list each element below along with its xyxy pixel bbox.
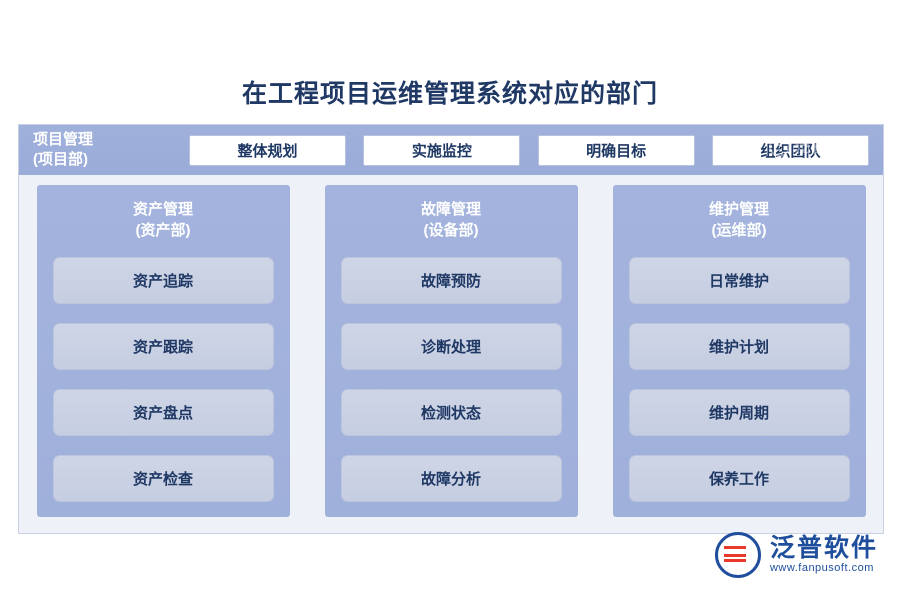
item-2-2[interactable]: 维护周期 bbox=[628, 389, 850, 436]
brand-name-cn: 泛普软件 bbox=[769, 534, 878, 562]
item-1-0[interactable]: 故障预防 bbox=[340, 257, 562, 304]
column-title-2-line2: (运维部) bbox=[711, 222, 767, 239]
column-title-0-line1: 资产管理 bbox=[132, 201, 193, 218]
column-items-0: 资产追踪 资产跟踪 资产盘点 资产检查 bbox=[52, 257, 274, 502]
page-title: 在工程项目运维管理系统对应的部门 bbox=[241, 80, 658, 108]
brand-logo-text: 泛普软件 www.fanpusoft.com bbox=[770, 535, 878, 575]
globe-icon bbox=[714, 532, 761, 578]
column-asset-management: 资产管理 (资产部) 资产追踪 资产跟踪 资产盘点 资产检查 bbox=[36, 185, 290, 517]
column-title-1-line2: (设备部) bbox=[423, 222, 479, 239]
column-title-0-line2: (资产部) bbox=[135, 222, 191, 239]
item-1-1[interactable]: 诊断处理 bbox=[340, 323, 562, 370]
item-0-0[interactable]: 资产追踪 bbox=[52, 257, 274, 304]
header-box-row: 整体规划 实施监控 明确目标 组织团队 bbox=[189, 133, 869, 167]
item-0-1[interactable]: 资产跟踪 bbox=[52, 323, 274, 370]
header-department-line1: 项目管理 bbox=[33, 131, 94, 148]
column-title-2-line1: 维护管理 bbox=[708, 201, 769, 218]
column-title-1-line1: 故障管理 bbox=[420, 201, 481, 218]
brand-logo: 泛普软件 www.fanpusoft.com bbox=[714, 532, 878, 578]
diagram-frame: 项目管理 (项目部) 整体规划 实施监控 明确目标 组织团队 泛普软件 资产管理… bbox=[18, 124, 884, 534]
header-box-3[interactable]: 组织团队 bbox=[711, 134, 869, 166]
item-0-3[interactable]: 资产检查 bbox=[52, 455, 274, 502]
header-band: 项目管理 (项目部) 整体规划 实施监控 明确目标 组织团队 泛普软件 bbox=[19, 125, 883, 175]
item-2-3[interactable]: 保养工作 bbox=[628, 455, 850, 502]
column-row: 资产管理 (资产部) 资产追踪 资产跟踪 资产盘点 资产检查 故障管理 (设备部… bbox=[19, 185, 883, 525]
item-1-3[interactable]: 故障分析 bbox=[340, 455, 562, 502]
column-maintenance-management: 维护管理 (运维部) 日常维护 维护计划 维护周期 保养工作 bbox=[612, 185, 866, 517]
column-items-2: 日常维护 维护计划 维护周期 保养工作 bbox=[628, 257, 850, 502]
column-fault-management: 故障管理 (设备部) 故障预防 诊断处理 检测状态 故障分析 bbox=[324, 185, 578, 517]
column-title-0: 资产管理 (资产部) bbox=[37, 199, 290, 241]
header-box-2[interactable]: 明确目标 bbox=[537, 134, 695, 166]
item-1-2[interactable]: 检测状态 bbox=[340, 389, 562, 436]
column-title-1: 故障管理 (设备部) bbox=[325, 199, 578, 241]
header-box-0[interactable]: 整体规划 bbox=[189, 134, 346, 166]
header-department-label: 项目管理 (项目部) bbox=[33, 130, 163, 170]
header-department-line2: (项目部) bbox=[33, 151, 88, 168]
item-2-0[interactable]: 日常维护 bbox=[628, 257, 850, 304]
brand-name-en: www.fanpusoft.com bbox=[769, 562, 874, 574]
column-items-1: 故障预防 诊断处理 检测状态 故障分析 bbox=[340, 257, 562, 502]
item-2-1[interactable]: 维护计划 bbox=[628, 323, 850, 370]
column-title-2: 维护管理 (运维部) bbox=[613, 199, 866, 241]
header-box-1[interactable]: 实施监控 bbox=[363, 134, 521, 166]
item-0-2[interactable]: 资产盘点 bbox=[52, 389, 274, 436]
